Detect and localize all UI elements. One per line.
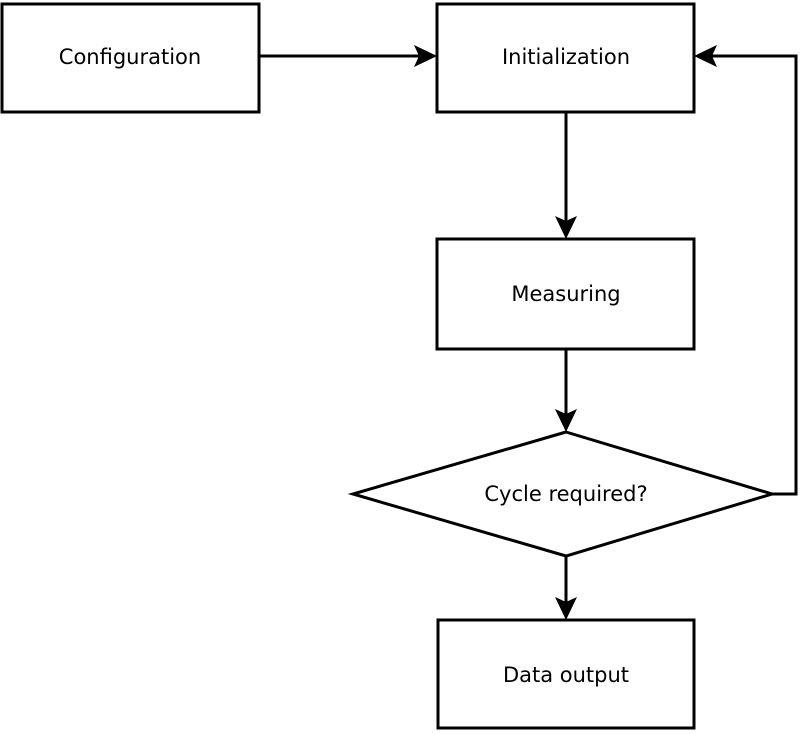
measuring-label: Measuring	[511, 282, 620, 306]
edge-configuration-to-initialization	[259, 45, 437, 67]
edge-line-feedback-loop	[708, 54, 798, 496]
edge-cycle-required-to-initialization-feedback	[694, 45, 798, 496]
arrow-head-down-into-cycle-required	[555, 409, 577, 432]
cycle-required-label: Cycle required?	[484, 482, 647, 506]
measuring-box[interactable]	[435, 237, 696, 351]
node-measuring[interactable]: Measuring	[435, 237, 696, 351]
edge-initialization-to-measuring	[555, 112, 577, 239]
arrow-head-down-into-data-output	[555, 597, 577, 620]
node-configuration[interactable]: Configuration	[0, 2, 261, 114]
initialization-label: Initialization	[502, 45, 630, 69]
data-output-box[interactable]	[436, 618, 696, 730]
node-cycle-required[interactable]: Cycle required?	[347, 430, 778, 558]
cycle-required-diamond[interactable]	[347, 430, 778, 558]
arrow-head-left-into-initialization	[694, 45, 717, 67]
initialization-box[interactable]	[435, 2, 696, 114]
data-output-label: Data output	[503, 663, 629, 687]
arrow-head-down-into-measuring	[555, 216, 577, 239]
arrow-head-right-into-initialization	[414, 45, 437, 67]
node-data-output[interactable]: Data output	[436, 618, 696, 730]
configuration-box[interactable]	[0, 2, 261, 114]
node-initialization[interactable]: Initialization	[435, 2, 696, 114]
edge-cycle-required-to-data-output	[555, 556, 577, 620]
edge-measuring-to-cycle-required	[555, 349, 577, 432]
configuration-label: Configuration	[59, 45, 201, 69]
